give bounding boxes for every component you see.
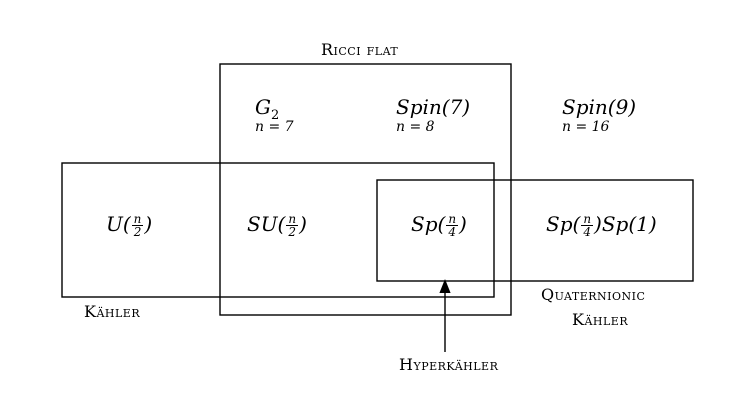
spsp-suffix: )Sp(1) bbox=[594, 212, 657, 236]
quaternionic-kahler-box bbox=[376, 179, 694, 282]
spin7-dimension: n = 8 bbox=[396, 119, 435, 135]
quaternionic-label: Quaternionic bbox=[541, 285, 646, 304]
kahler-box bbox=[61, 162, 495, 298]
g2-dimension: n = 7 bbox=[255, 119, 294, 135]
hyperkahler-label: Hyperkähler bbox=[399, 355, 499, 374]
sp-suffix: ) bbox=[459, 212, 467, 236]
su-suffix: ) bbox=[299, 212, 307, 236]
ricci-flat-label: Ricci flat bbox=[321, 40, 399, 59]
u-suffix: ) bbox=[144, 212, 153, 236]
quaternionic-kahler-label: Kähler bbox=[572, 310, 629, 329]
g2-subscript: 2 bbox=[270, 108, 280, 123]
su-denominator: 2 bbox=[288, 225, 297, 239]
g2-name: G bbox=[255, 95, 271, 119]
sp-denominator: 4 bbox=[448, 225, 456, 239]
sp-numerator: n bbox=[446, 212, 459, 226]
ricci-flat-box bbox=[219, 63, 512, 316]
spsp-denominator: 4 bbox=[583, 225, 591, 239]
spsp-prefix: Sp( bbox=[546, 212, 581, 236]
spsp-numerator: n bbox=[581, 212, 594, 226]
spin7-group: Spin(7) bbox=[396, 95, 471, 119]
kahler-label: Kähler bbox=[84, 302, 141, 321]
spin9-dimension: n = 16 bbox=[562, 119, 610, 135]
su-prefix: SU( bbox=[247, 212, 286, 236]
u-numerator: n bbox=[131, 212, 144, 226]
sp-prefix: Sp( bbox=[411, 212, 446, 236]
spin9-group: Spin(9) bbox=[562, 95, 637, 119]
su-numerator: n bbox=[286, 212, 299, 226]
u-denominator: 2 bbox=[133, 225, 142, 239]
g2-group: G2 bbox=[255, 95, 279, 123]
u-prefix: U( bbox=[106, 212, 131, 236]
